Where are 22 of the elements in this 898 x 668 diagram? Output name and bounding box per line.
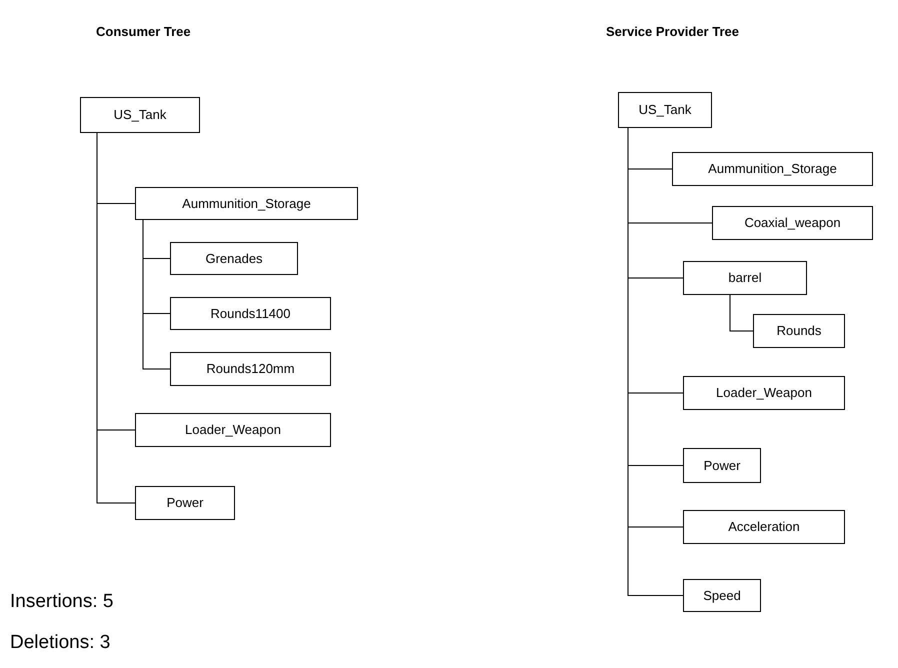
tree-connector <box>730 294 754 332</box>
tree-node-box: Rounds11400 <box>170 297 331 330</box>
tree-node-box: Loader_Weapon <box>683 376 845 410</box>
tree-node-box: Grenades <box>170 242 298 275</box>
tree-node-box: Power <box>683 448 761 483</box>
tree-node-box: Acceleration <box>683 510 845 544</box>
tree-node-box: Aummunition_Storage <box>672 152 873 186</box>
tree-node-box: Loader_Weapon <box>135 413 331 447</box>
tree-node-box: Aummunition_Storage <box>135 187 358 220</box>
tree-node-box: Rounds <box>753 314 845 348</box>
tree-node-box: US_Tank <box>80 97 200 133</box>
tree-node-box: US_Tank <box>618 92 712 128</box>
tree-node-box: Rounds120mm <box>170 352 331 386</box>
tree-heading: Service Provider Tree <box>606 23 739 41</box>
tree-node-box: Power <box>135 486 235 520</box>
tree-connector <box>142 220 170 370</box>
tree-heading: Consumer Tree <box>96 23 191 41</box>
tree-node-box: Speed <box>683 579 761 612</box>
tree-node-box: Coaxial_weapon <box>712 206 873 240</box>
count-label: Insertions: 5 <box>10 590 114 614</box>
count-label: Deletions: 3 <box>10 631 110 655</box>
tree-node-box: barrel <box>683 261 807 295</box>
